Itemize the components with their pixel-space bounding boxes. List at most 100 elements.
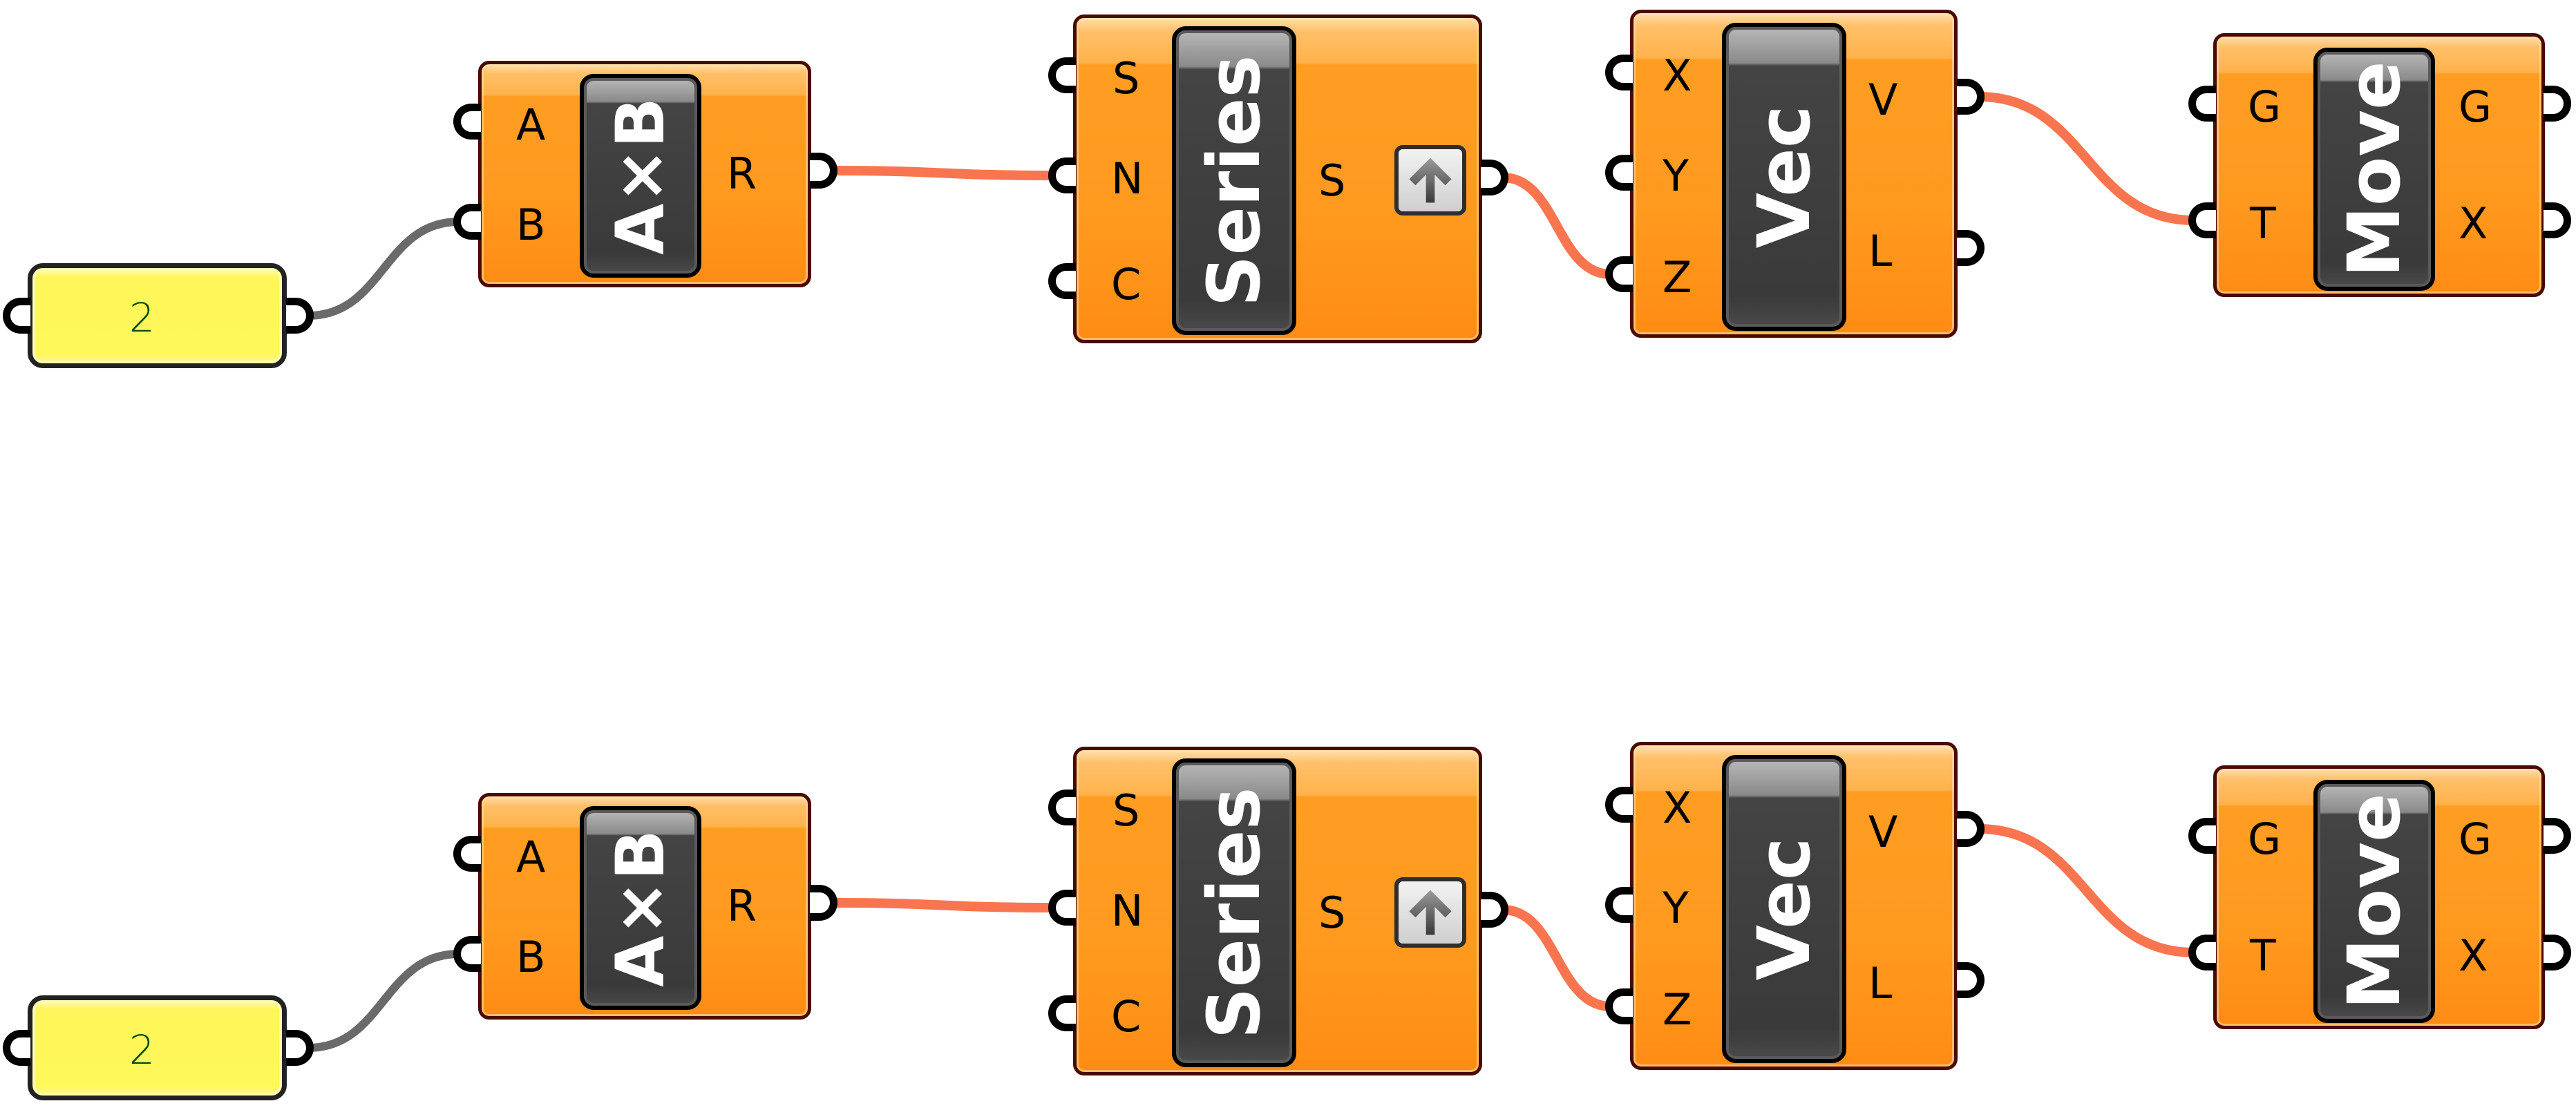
input-grip-t[interactable] <box>2188 202 2216 238</box>
series-component[interactable]: Series S N C S <box>1073 747 1482 1075</box>
panel-input-grip[interactable] <box>3 1030 30 1066</box>
panel-input-grip[interactable] <box>3 298 30 334</box>
output-grip-x[interactable] <box>2544 202 2571 238</box>
input-label-z: Z <box>1663 984 1692 1035</box>
output-label-s: S <box>1318 888 1346 938</box>
input-grip-z[interactable] <box>1605 256 1633 292</box>
input-grip-t[interactable] <box>2188 935 2216 970</box>
input-label-g: G <box>2248 82 2282 132</box>
input-label-y: Y <box>1663 151 1689 201</box>
input-label-s: S <box>1112 785 1140 836</box>
output-label-v: V <box>1868 75 1898 125</box>
input-grip-b[interactable] <box>453 204 481 240</box>
input-grip-s[interactable] <box>1048 790 1076 825</box>
input-label-t: T <box>2250 930 2276 981</box>
output-preview-button[interactable] <box>1394 145 1466 216</box>
component-nickname: A×B <box>580 806 701 1010</box>
output-label-s: S <box>1318 155 1346 206</box>
panel-output-grip[interactable] <box>286 1030 314 1066</box>
definition-row: 2 A×B A B R Series S N C S <box>0 0 2576 387</box>
output-grip-x[interactable] <box>2544 935 2571 970</box>
output-grip-v[interactable] <box>1957 79 1985 115</box>
input-label-a: A <box>516 99 546 150</box>
output-grip-l[interactable] <box>1957 962 1985 998</box>
output-grip-s[interactable] <box>1481 160 1508 195</box>
output-grip-v[interactable] <box>1957 811 1985 847</box>
output-grip-l[interactable] <box>1957 230 1985 266</box>
output-label-g: G <box>2459 82 2492 132</box>
component-nickname: Vec <box>1722 23 1846 331</box>
move-component[interactable]: Move G T G X <box>2213 33 2545 297</box>
input-grip-g[interactable] <box>2188 818 2216 854</box>
component-nickname: Series <box>1172 26 1296 335</box>
input-grip-z[interactable] <box>1605 988 1633 1024</box>
vector-xyz-component[interactable]: Vec X Y Z V L <box>1630 742 1958 1070</box>
up-arrow-icon <box>1409 890 1452 935</box>
input-label-y: Y <box>1663 883 1689 933</box>
vector-xyz-component[interactable]: Vec X Y Z V L <box>1630 10 1958 338</box>
output-label-l: L <box>1868 958 1893 1008</box>
component-nickname: A×B <box>580 74 701 278</box>
input-label-x: X <box>1663 783 1692 833</box>
output-label-v: V <box>1868 807 1898 857</box>
output-preview-button[interactable] <box>1394 877 1466 948</box>
input-grip-g[interactable] <box>2188 86 2216 122</box>
input-grip-y[interactable] <box>1605 887 1633 923</box>
component-label: Vec <box>1742 837 1826 981</box>
output-grip-g[interactable] <box>2544 818 2571 854</box>
output-label-r: R <box>727 881 757 931</box>
panel-value: 2 <box>129 294 155 341</box>
input-grip-y[interactable] <box>1605 155 1633 191</box>
output-grip-r[interactable] <box>810 885 837 921</box>
multiplication-component[interactable]: A×B A B R <box>478 61 811 287</box>
component-nickname: Move <box>2313 48 2435 291</box>
input-label-b: B <box>516 932 546 982</box>
input-grip-s[interactable] <box>1048 57 1076 93</box>
input-label-x: X <box>1663 50 1692 101</box>
input-grip-x[interactable] <box>1605 787 1633 823</box>
input-grip-a[interactable] <box>453 836 481 872</box>
definition-row: 2 A×B A B R Series S N C S <box>0 732 2576 1119</box>
input-grip-c[interactable] <box>1048 995 1076 1031</box>
component-nickname: Vec <box>1722 755 1846 1063</box>
component-label: Series <box>1192 787 1276 1039</box>
component-label: Move <box>2332 61 2416 278</box>
input-label-z: Z <box>1663 252 1692 303</box>
number-panel[interactable]: 2 <box>28 263 287 368</box>
input-label-t: T <box>2250 198 2276 249</box>
input-label-c: C <box>1111 991 1142 1042</box>
number-panel[interactable]: 2 <box>28 995 287 1100</box>
output-grip-g[interactable] <box>2544 86 2571 122</box>
move-component[interactable]: Move G T G X <box>2213 765 2545 1029</box>
input-grip-b[interactable] <box>453 936 481 972</box>
input-grip-a[interactable] <box>453 104 481 140</box>
series-component[interactable]: Series S N C S <box>1073 15 1482 343</box>
input-grip-n[interactable] <box>1048 890 1076 926</box>
up-arrow-icon <box>1409 157 1452 203</box>
output-label-x: X <box>2459 198 2488 249</box>
input-grip-x[interactable] <box>1605 55 1633 90</box>
output-label-r: R <box>727 149 757 199</box>
component-label: Vec <box>1742 105 1826 249</box>
input-label-a: A <box>516 832 546 882</box>
panel-output-grip[interactable] <box>286 298 314 334</box>
input-label-n: N <box>1111 886 1144 936</box>
input-grip-c[interactable] <box>1048 263 1076 299</box>
panel-value: 2 <box>129 1026 155 1073</box>
input-grip-n[interactable] <box>1048 157 1076 193</box>
output-label-g: G <box>2459 814 2492 864</box>
component-label: A×B <box>602 97 679 255</box>
component-label: A×B <box>602 829 679 987</box>
multiplication-component[interactable]: A×B A B R <box>478 793 811 1020</box>
input-label-s: S <box>1112 53 1140 104</box>
output-grip-s[interactable] <box>1481 892 1508 928</box>
input-label-g: G <box>2248 814 2282 864</box>
output-label-l: L <box>1868 226 1893 276</box>
component-nickname: Move <box>2313 780 2435 1023</box>
component-label: Series <box>1192 55 1276 307</box>
output-grip-r[interactable] <box>810 153 837 189</box>
component-label: Move <box>2332 793 2416 1010</box>
input-label-c: C <box>1111 259 1142 309</box>
input-label-b: B <box>516 200 546 250</box>
